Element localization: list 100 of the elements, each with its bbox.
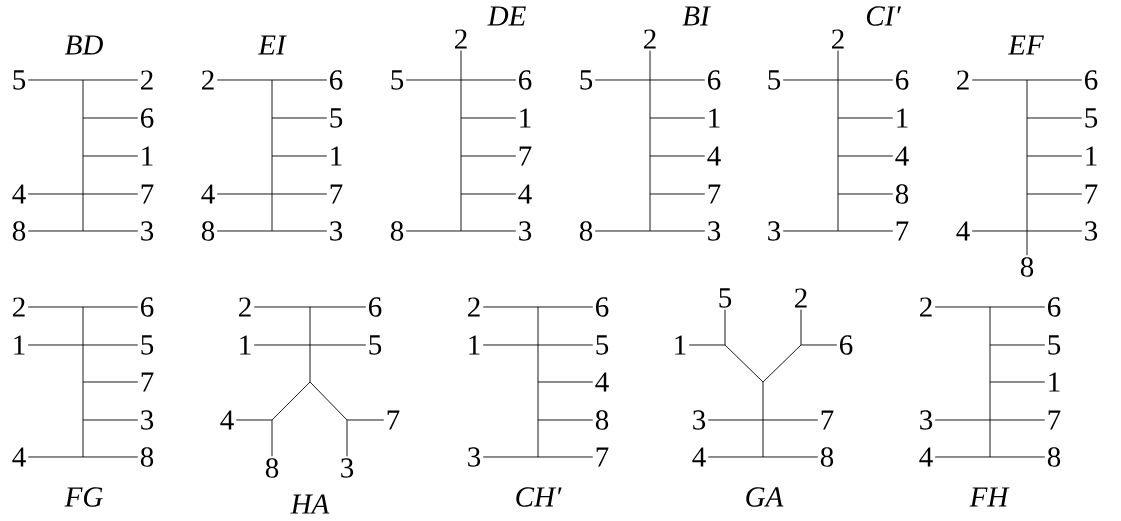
tree-edge (1026, 155, 1083, 157)
leaf-number: 4 (595, 372, 609, 392)
tree-edge (837, 155, 894, 157)
leaf-number: 6 (1048, 297, 1061, 317)
leaf-number: 3 (141, 221, 154, 241)
tree-label: GA (746, 487, 784, 507)
tree-spine (82, 79, 84, 232)
tree-edge (837, 230, 894, 232)
tree-edge (537, 306, 594, 308)
leaf-number: 5 (141, 335, 154, 355)
tree-edge (649, 155, 706, 157)
tree-edge (82, 419, 139, 421)
tree-spine (1026, 79, 1028, 232)
tree-edge (594, 79, 651, 81)
tree-edge (537, 344, 594, 346)
tree-edge (271, 419, 273, 457)
tree-edge (482, 456, 539, 458)
tree-edge (216, 230, 273, 232)
leaf-number: 1 (142, 146, 153, 166)
tree-edge (482, 306, 539, 308)
leaf-number: 5 (596, 335, 609, 355)
tree-edge (837, 50, 839, 81)
tree-edge (309, 344, 367, 346)
tree-edge (649, 230, 706, 232)
tree-edge (649, 50, 651, 81)
leaf-number: 4 (692, 447, 706, 467)
leaf-number: 4 (919, 447, 933, 467)
tree-edge (271, 193, 328, 195)
tree-edge (649, 193, 706, 195)
leaf-number: 2 (141, 70, 153, 90)
leaf-number: 1 (1086, 146, 1097, 166)
tree-edge (537, 456, 594, 458)
tree-edge (27, 79, 84, 81)
tree-edge (688, 344, 726, 346)
tree-edge (782, 230, 839, 232)
leaf-number: 3 (920, 410, 933, 430)
tree-edge (271, 117, 328, 119)
leaf-number: 6 (330, 70, 343, 90)
tree-edge (346, 419, 348, 457)
tree-edge (971, 230, 1028, 232)
tree-edge (837, 79, 894, 81)
leaf-number: 6 (840, 335, 853, 355)
tree-edge (235, 419, 273, 421)
tree-edge (460, 230, 517, 232)
tree-edge (537, 381, 594, 383)
tree-edge (1026, 230, 1083, 232)
leaf-number: 5 (13, 70, 26, 90)
tree-edge (82, 193, 139, 195)
leaf-number: 8 (12, 221, 26, 241)
leaf-number: 6 (708, 70, 721, 90)
tree-edge (989, 381, 1046, 383)
leaf-number: 4 (707, 146, 721, 166)
tree-edge (537, 419, 594, 421)
leaf-number: 8 (895, 184, 909, 204)
tree-edge (82, 456, 139, 458)
leaf-number: 1 (709, 108, 720, 128)
tree-edge (782, 79, 839, 81)
leaf-number: 2 (832, 29, 844, 49)
leaf-number: 3 (141, 410, 154, 430)
leaf-number: 6 (141, 108, 154, 128)
tree-edge (1026, 79, 1083, 81)
tree-edge (405, 230, 462, 232)
leaf-number: 3 (1085, 221, 1098, 241)
leaf-number: 1 (14, 335, 25, 355)
leaf-number: 7 (141, 372, 154, 392)
tree-edge (762, 419, 819, 421)
leaf-number: 2 (795, 288, 807, 308)
tree-edge (649, 117, 706, 119)
tree-edge (482, 344, 539, 346)
tree-edge (724, 309, 726, 346)
tree-edge (762, 456, 819, 458)
tree-edge (253, 344, 311, 346)
leaf-number: 2 (455, 29, 467, 49)
leaf-number: 3 (468, 447, 481, 467)
leaf-number: 7 (596, 447, 609, 467)
leaf-number: 8 (140, 447, 154, 467)
leaf-number: 2 (957, 70, 969, 90)
tree-spine (460, 79, 462, 232)
leaf-number: 8 (820, 447, 834, 467)
tree-edge (460, 117, 517, 119)
tree-edge (460, 193, 517, 195)
tree-label: FG (64, 487, 103, 507)
tree-edge (934, 306, 991, 308)
leaf-number: 4 (12, 447, 26, 467)
tree-edge (82, 79, 139, 81)
leaf-number: 8 (595, 410, 609, 430)
tree-label: CH′ (516, 487, 562, 507)
tree-edge (934, 419, 991, 421)
leaf-number: 8 (201, 221, 215, 241)
leaf-number: 3 (708, 221, 721, 241)
tree-label: EF (1007, 35, 1044, 55)
tree-edge (27, 344, 84, 346)
tree-edge (216, 193, 273, 195)
tree-edge (1026, 117, 1083, 119)
tree-edge (82, 306, 139, 308)
leaf-number: 1 (897, 108, 908, 128)
tree-edge (309, 306, 367, 308)
leaf-number: 2 (644, 29, 656, 49)
leaf-number: 7 (708, 184, 721, 204)
tree-edge (800, 344, 838, 346)
